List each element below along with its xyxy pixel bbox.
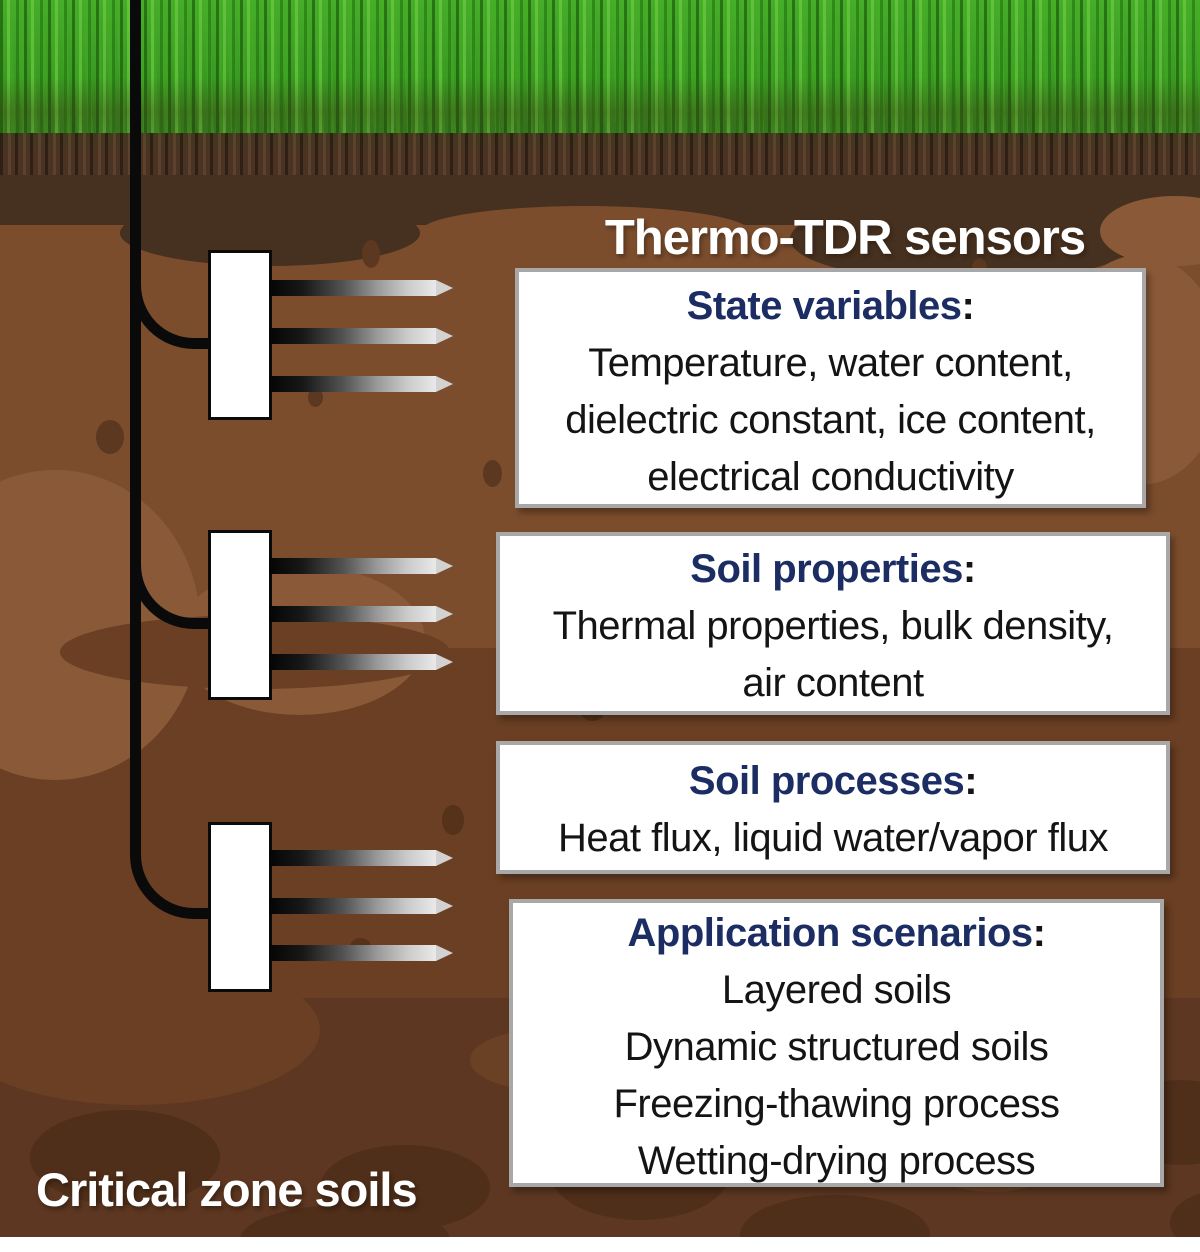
pebble xyxy=(308,388,323,407)
probe-shaft xyxy=(270,898,436,914)
box-header: Application scenarios xyxy=(627,911,1034,955)
box-header-colon: : xyxy=(961,284,975,328)
probe-shaft xyxy=(270,376,436,392)
probe-shaft xyxy=(270,606,436,622)
page-bottom-margin xyxy=(0,1237,1200,1252)
probe-shaft xyxy=(270,945,436,961)
probe-shaft xyxy=(270,328,436,344)
box-header-line: State variables: xyxy=(519,278,1142,335)
probe-tip xyxy=(436,376,453,392)
cable-branch-3 xyxy=(130,826,221,919)
box-line: Dynamic structured soils xyxy=(624,1025,1049,1069)
box-header-line: Soil processes: xyxy=(500,753,1166,810)
tdr-sensor-body-1 xyxy=(208,250,272,420)
soil-boundary-bump xyxy=(420,206,750,258)
tdr-sensor-body-3 xyxy=(208,822,272,992)
critical-zone-label: Critical zone soils xyxy=(36,1163,418,1216)
probe-shaft xyxy=(270,654,436,670)
probe-tip xyxy=(436,654,453,670)
info-box-soil-processes: Soil processes: Heat flux, liquid water/… xyxy=(496,741,1170,874)
cable-branch-2 xyxy=(130,538,221,629)
probe-shaft xyxy=(270,558,436,574)
probe-tip xyxy=(436,850,453,866)
root-zone-layer xyxy=(0,133,1200,179)
pebble xyxy=(96,420,124,454)
probe-tip xyxy=(436,606,453,622)
box-header-line: Application scenarios: xyxy=(513,905,1160,962)
soil-boundary-bump xyxy=(790,196,1140,282)
probe-shaft xyxy=(270,850,436,866)
grass-layer xyxy=(0,0,1200,140)
probe-tip xyxy=(436,558,453,574)
diagram-title: Thermo-TDR sensors xyxy=(604,211,1086,265)
probe-tip xyxy=(436,328,453,344)
box-header: Soil processes xyxy=(688,759,965,803)
soil-dark-blob xyxy=(30,1110,220,1205)
box-header-colon: : xyxy=(962,547,976,591)
sensor-cable xyxy=(130,0,141,846)
cable-branch-1 xyxy=(130,258,221,349)
box-line: air content xyxy=(742,661,924,705)
probe-shaft xyxy=(270,280,436,296)
box-line: Heat flux, liquid water/vapor flux xyxy=(558,816,1108,860)
pebble xyxy=(442,805,464,835)
info-box-application-scenarios: Application scenarios: Layered soils Dyn… xyxy=(509,899,1164,1187)
box-line: Temperature, water content, xyxy=(588,341,1073,385)
box-line: Freezing-thawing process xyxy=(613,1082,1061,1126)
tdr-sensor-body-2 xyxy=(208,530,272,700)
info-box-state-variables: State variables: Temperature, water cont… xyxy=(515,268,1146,508)
info-box-soil-properties: Soil properties: Thermal properties, bul… xyxy=(496,532,1170,715)
probe-tip xyxy=(436,898,453,914)
box-line: Wetting-drying process xyxy=(637,1139,1036,1183)
box-header-colon: : xyxy=(1032,911,1046,955)
box-header: State variables xyxy=(686,284,962,328)
probe-tip xyxy=(436,945,453,961)
box-line: electrical conductivity xyxy=(647,455,1014,499)
pebble xyxy=(362,240,380,268)
box-header-colon: : xyxy=(964,759,978,803)
box-header-line: Soil properties: xyxy=(500,541,1166,598)
box-line: dielectric constant, ice content, xyxy=(565,398,1096,442)
box-header: Soil properties xyxy=(690,547,963,591)
pebble xyxy=(483,460,502,487)
probe-tip xyxy=(436,280,453,296)
box-line: Thermal properties, bulk density, xyxy=(552,604,1114,648)
box-line: Layered soils xyxy=(721,968,952,1012)
